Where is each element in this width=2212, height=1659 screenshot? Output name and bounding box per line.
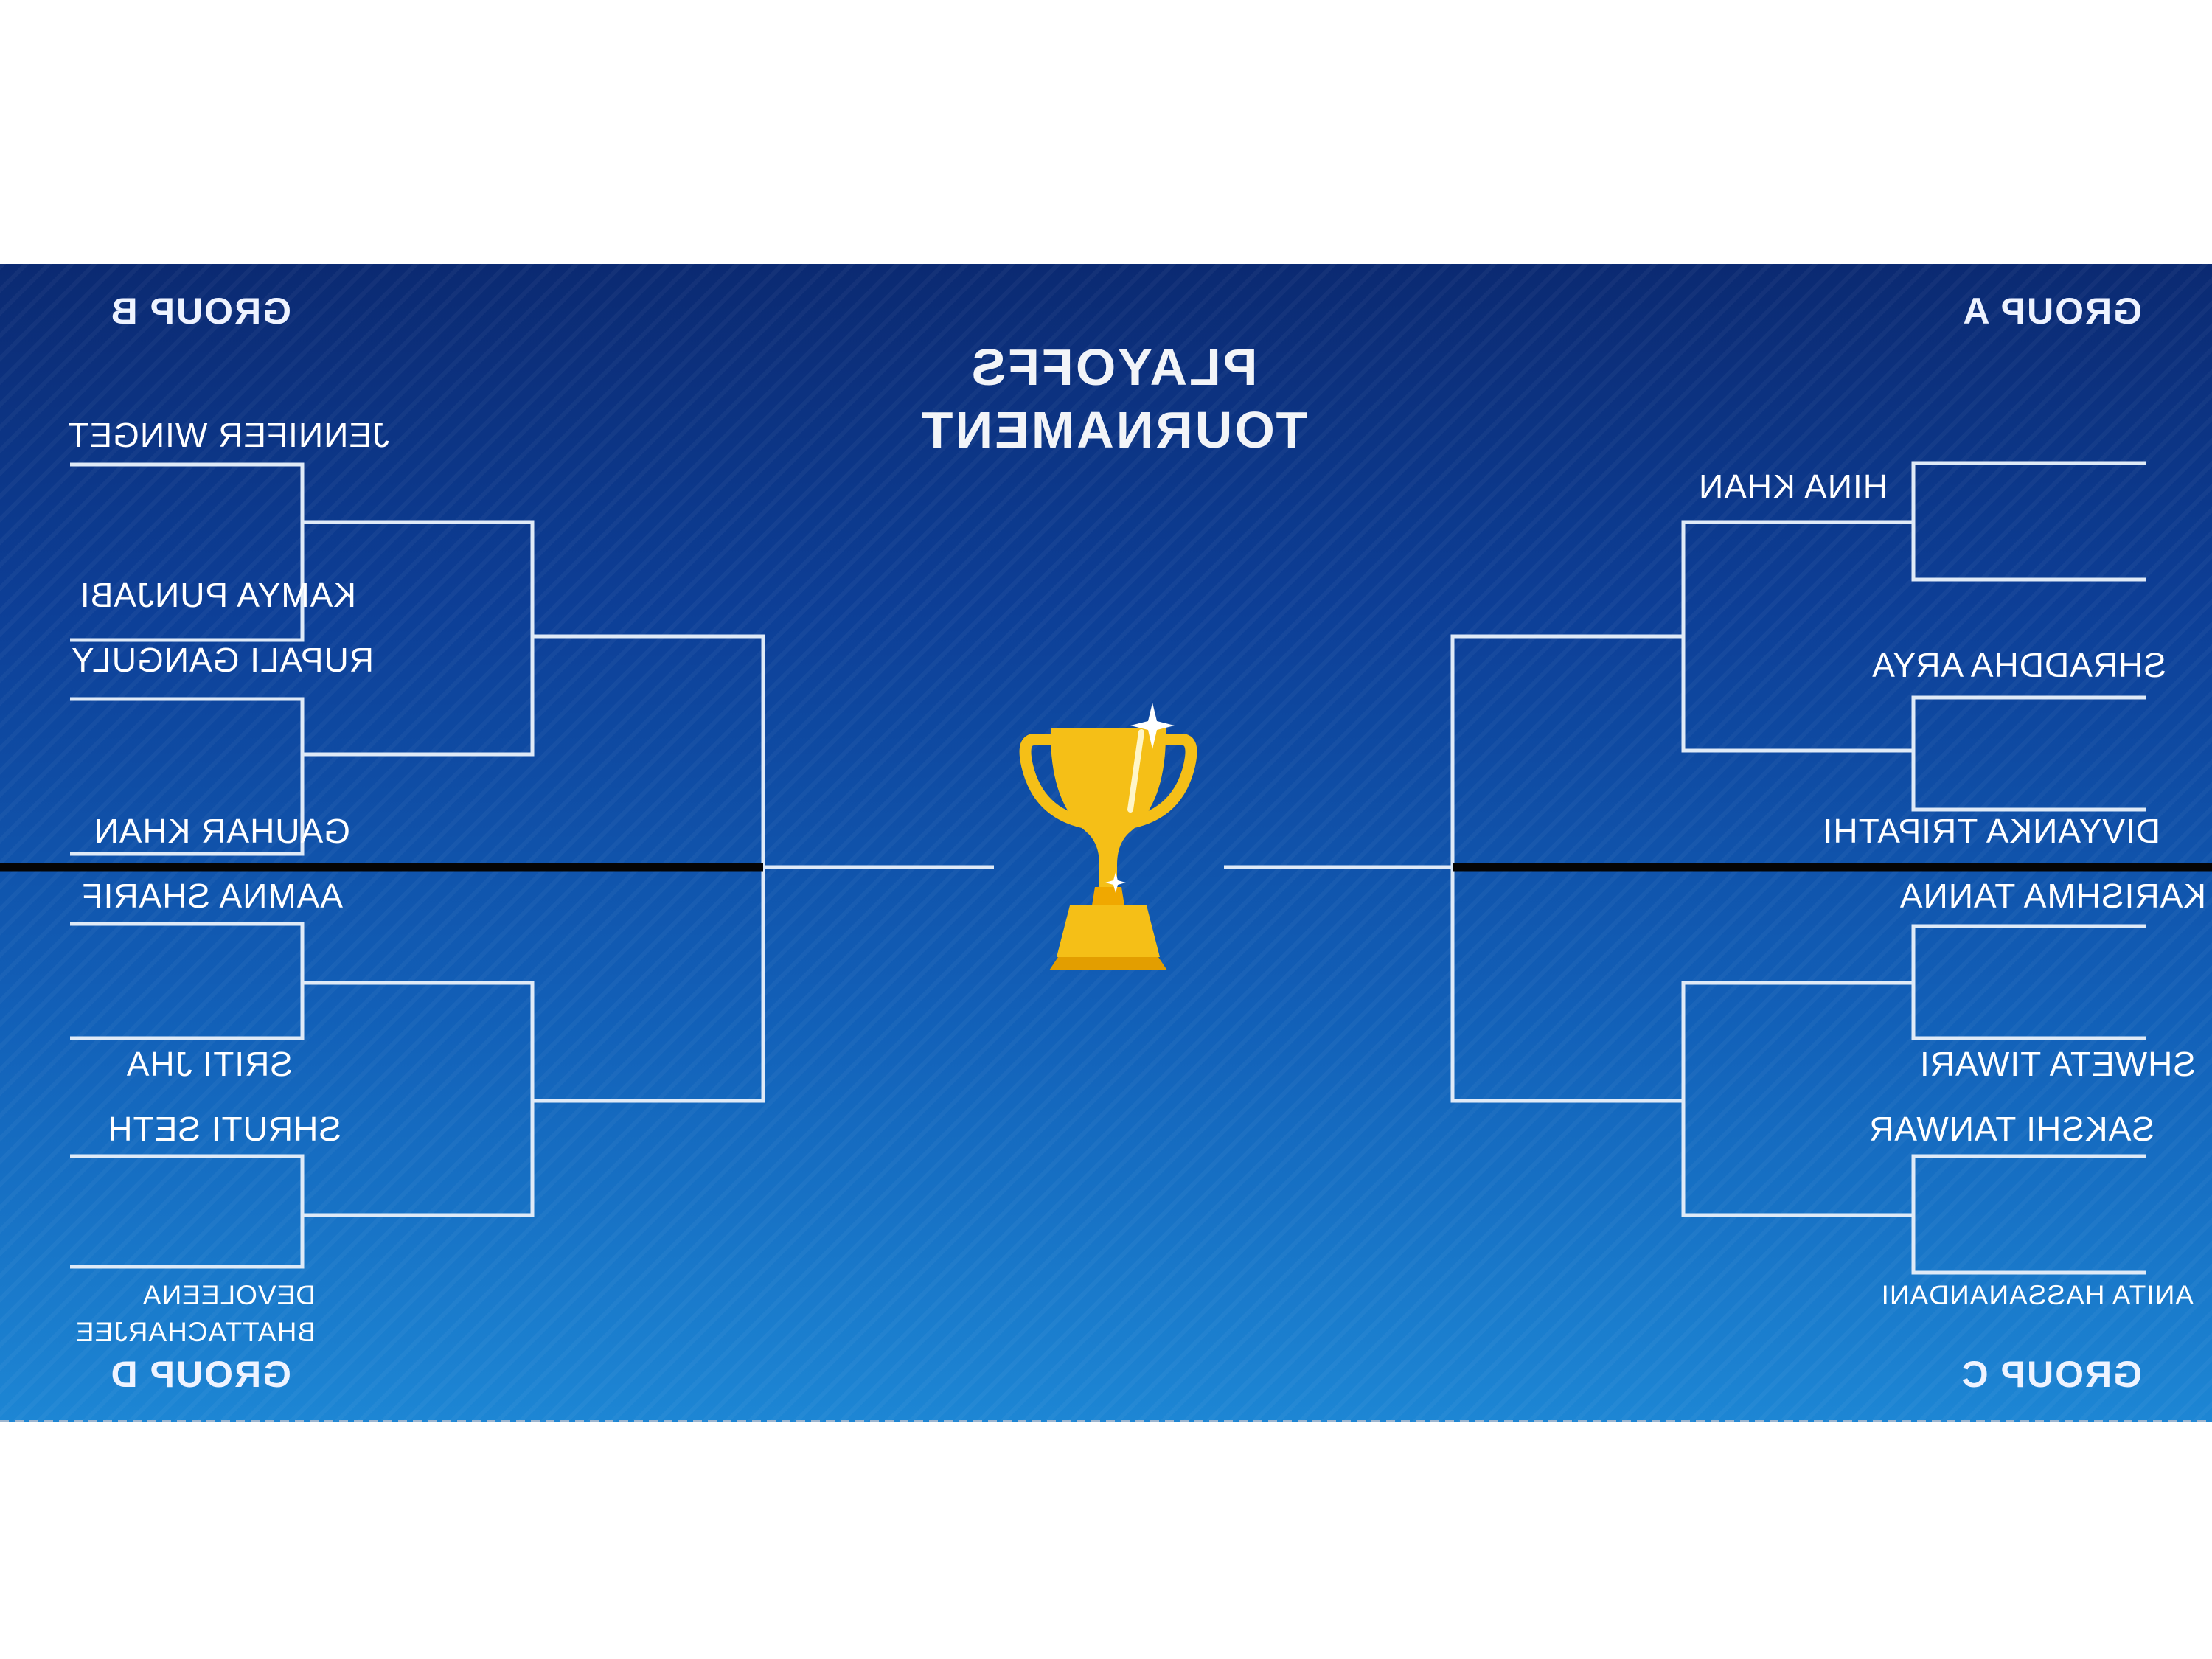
- player-name: ANITA HASSANANDANI: [1880, 1280, 2194, 1310]
- player-name: DEVOLEENA: [142, 1280, 316, 1310]
- player-name: SHRADDHA ARYA: [1871, 646, 2166, 684]
- bracket-line: [70, 1154, 305, 1269]
- player-name: SAKSHI TANWAR: [1868, 1110, 2154, 1148]
- group-c-label: GROUP C: [1960, 1354, 2142, 1395]
- player-name: SHRUTI SETH: [107, 1110, 341, 1148]
- trophy-icon: [1019, 703, 1197, 970]
- player-name: SRITI JHA: [125, 1045, 293, 1083]
- bracket-line: [1911, 695, 2146, 812]
- mirrored-text-layer: PLAYOFFS TOURNAMENT GROUP A GROUP B GROU…: [0, 264, 2212, 1422]
- player-name: GAUHAR KHAN: [93, 812, 350, 850]
- player-name: KARISHMA TANNA: [1899, 877, 2206, 915]
- player-name: HINA KHAN: [1698, 467, 1888, 506]
- player-name: BHATTACHARJEE: [74, 1317, 316, 1347]
- player-name: AAMNA SHARIF: [81, 877, 343, 915]
- bracket-line: [70, 462, 305, 642]
- bracket-board: PLAYOFFS TOURNAMENT GROUP A GROUP B GROU…: [0, 264, 2212, 1422]
- group-a-label: GROUP A: [1961, 291, 2142, 332]
- bracket-line: [70, 697, 305, 856]
- group-d-label: GROUP D: [109, 1354, 291, 1395]
- player-name: SHWETA TIWARI: [1919, 1045, 2196, 1083]
- title-line-1: PLAYOFFS: [969, 338, 1258, 396]
- player-name: DIVYANKA TRIPATHI: [1822, 812, 2160, 850]
- board-bottom-edge: [0, 1420, 2212, 1422]
- player-name: KAMYA PUNJABI: [79, 576, 356, 614]
- group-b-label: GROUP B: [109, 291, 291, 332]
- title-line-2: TOURNAMENT: [919, 401, 1308, 459]
- bracket-lines: [0, 461, 2212, 1275]
- player-name: RUPALI GANGULY: [70, 641, 374, 679]
- player-name: JENNIFER WINGET: [67, 416, 389, 454]
